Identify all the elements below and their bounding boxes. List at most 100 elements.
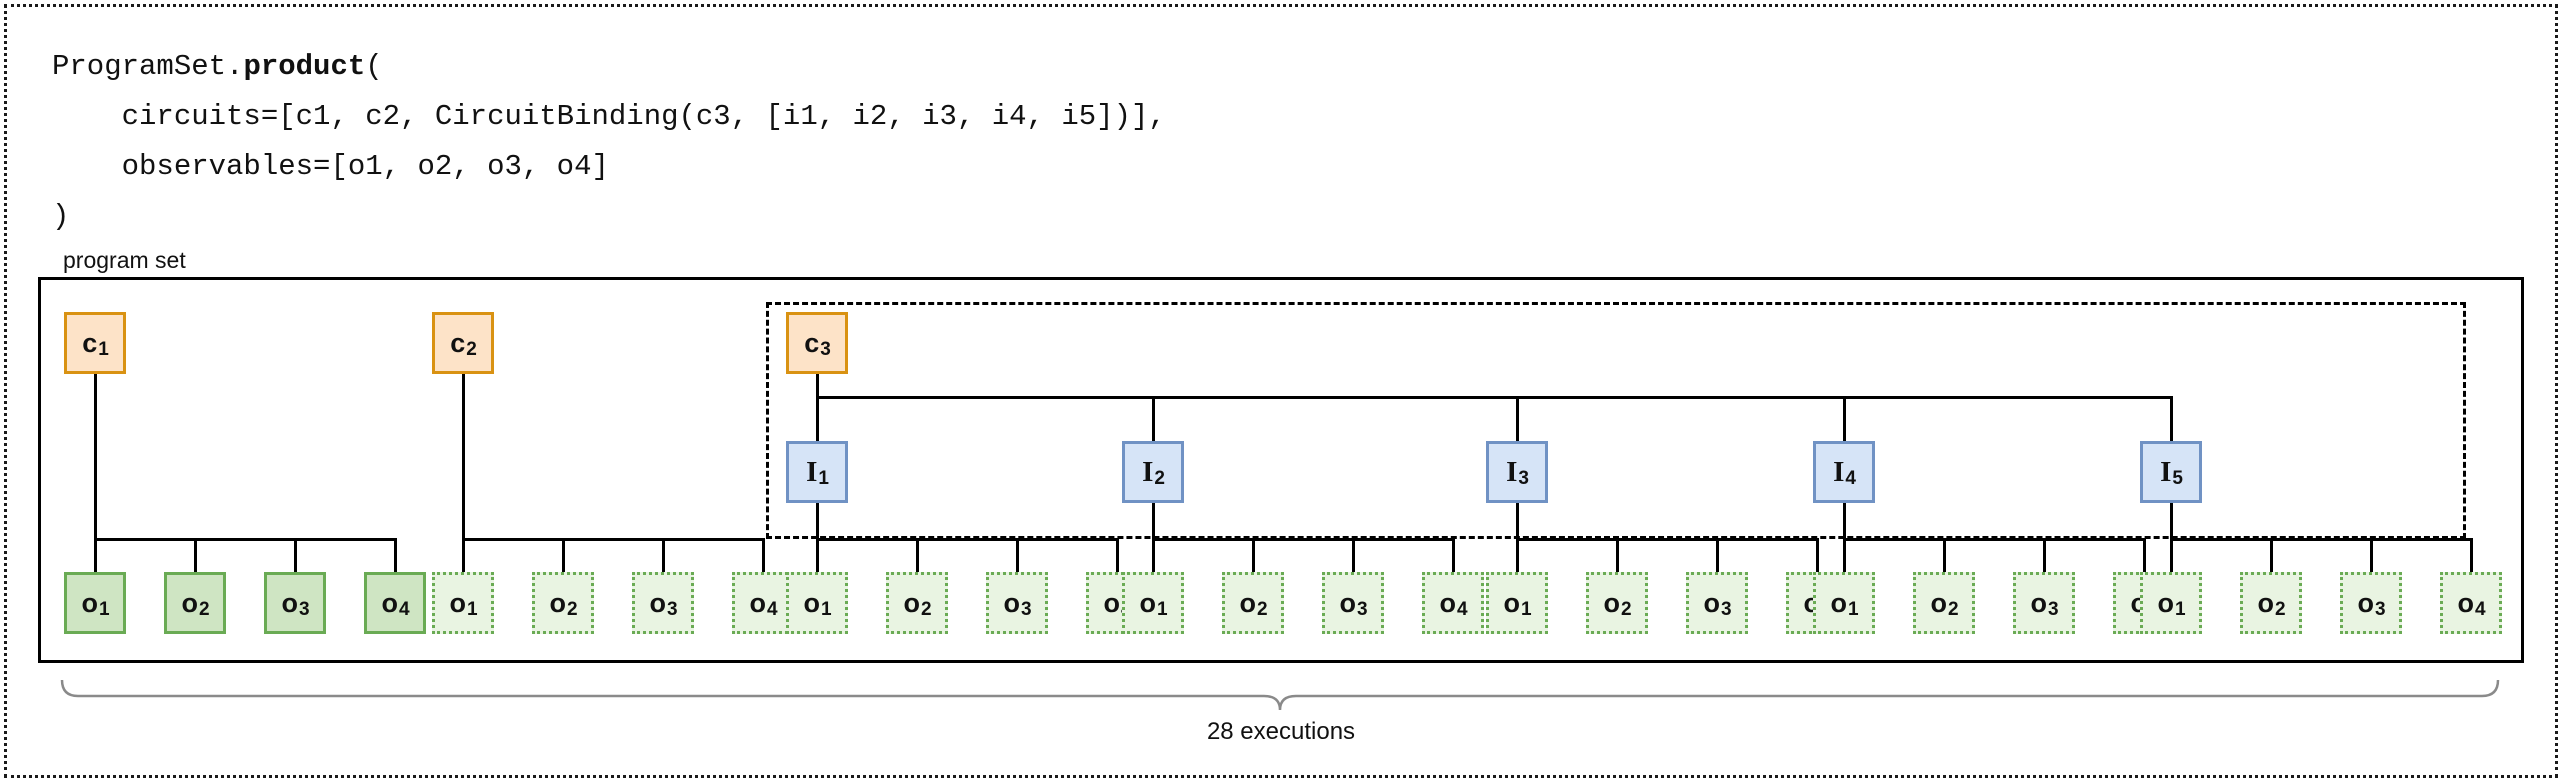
wire-drop-group1 — [94, 374, 97, 538]
circuit-binding-region — [766, 302, 2466, 539]
wire-fan-group7-o1 — [2170, 538, 2173, 572]
wire-fan-group7-o4 — [2470, 538, 2473, 572]
binding-node-i2-label: I — [1142, 455, 1154, 488]
wire-fan-group5-o4 — [1816, 538, 1819, 572]
wire-fan-group6-o1 — [1843, 538, 1846, 572]
wire-bus-to-i3 — [1516, 396, 1519, 441]
binding-node-i4-subscript: 4 — [1845, 468, 1856, 489]
observable-node-group1-o3-subscript: 3 — [298, 599, 310, 620]
wire-fanout-group6 — [1843, 538, 2146, 541]
observable-node-group3-o4-label: o — [1103, 587, 1120, 618]
wire-fan-group1-o4 — [394, 538, 397, 572]
binding-node-i4-label: I — [1833, 455, 1845, 488]
observable-node-group4-o1-subscript: 1 — [1156, 599, 1168, 620]
observable-node-group5-o1-label: o — [1503, 587, 1520, 618]
wire-drop-group5 — [1516, 503, 1519, 538]
binding-node-i5-subscript: 5 — [2172, 468, 2183, 489]
executions-brace — [60, 678, 2500, 712]
wire-fan-group2-o4 — [762, 538, 765, 572]
circuit-node-c3-subscript: 3 — [820, 339, 831, 360]
binding-node-i1-subscript: 1 — [818, 468, 829, 489]
wire-fan-group5-o1 — [1516, 538, 1519, 572]
observable-node-group4-o4-subscript: 4 — [1456, 599, 1468, 620]
observable-node-group2-o1-subscript: 1 — [466, 599, 478, 620]
circuit-node-c1-label: c — [82, 327, 98, 358]
observable-node-group1-o4-label: o — [381, 587, 398, 618]
wire-fan-group6-o4 — [2143, 538, 2146, 572]
circuit-node-c1-subscript: 1 — [98, 339, 109, 360]
observable-node-group6-o2-subscript: 2 — [1947, 599, 1959, 620]
wire-bus-to-i2 — [1152, 396, 1155, 441]
wire-fan-group3-o4 — [1116, 538, 1119, 572]
wire-drop-group7 — [2170, 503, 2173, 538]
code-method-name: product — [243, 50, 366, 83]
observable-node-group7-o3-label: o — [2357, 587, 2374, 618]
wire-fan-group2-o3 — [662, 538, 665, 572]
observable-node-group7-o4-subscript: 4 — [2474, 599, 2486, 620]
wire-fan-group4-o4 — [1452, 538, 1455, 572]
observable-node-group6-o1-label: o — [1830, 587, 1847, 618]
observable-node-group3-o3-subscript: 3 — [1020, 599, 1032, 620]
observable-node-group1-o2-label: o — [181, 587, 198, 618]
observable-node-group2-o4-label: o — [749, 587, 766, 618]
observable-node-group6-o2-label: o — [1930, 587, 1947, 618]
observable-node-group7-o2-label: o — [2257, 587, 2274, 618]
observable-node-group7-o1-subscript: 1 — [2174, 599, 2186, 620]
wire-fan-group1-o3 — [294, 538, 297, 572]
observable-node-group5-o1-subscript: 1 — [1520, 599, 1532, 620]
observable-node-group3-o1-label: o — [803, 587, 820, 618]
binding-node-i1-label: I — [806, 455, 818, 488]
wire-fan-group7-o3 — [2370, 538, 2373, 572]
observable-node-group7-o4-label: o — [2457, 587, 2474, 618]
observable-node-group2-o2-label: o — [549, 587, 566, 618]
observable-node-group5-o2-subscript: 2 — [1620, 599, 1632, 620]
observable-node-group3-o3-label: o — [1003, 587, 1020, 618]
binding-node-i2-subscript: 2 — [1154, 468, 1165, 489]
wire-fan-group5-o3 — [1716, 538, 1719, 572]
wire-fanout-group5 — [1516, 538, 1819, 541]
wire-fanout-group1 — [94, 538, 397, 541]
circuit-node-c2-subscript: 2 — [466, 339, 477, 360]
observable-node-group5-o3-subscript: 3 — [1720, 599, 1732, 620]
observable-node-group3-o2-subscript: 2 — [920, 599, 932, 620]
wire-fan-group1-o2 — [194, 538, 197, 572]
wire-fan-group3-o2 — [916, 538, 919, 572]
observable-node-group1-o1-label: o — [81, 587, 98, 618]
code-line-1-pre: ProgramSet. — [52, 50, 244, 83]
program-set-frame — [38, 277, 2524, 663]
